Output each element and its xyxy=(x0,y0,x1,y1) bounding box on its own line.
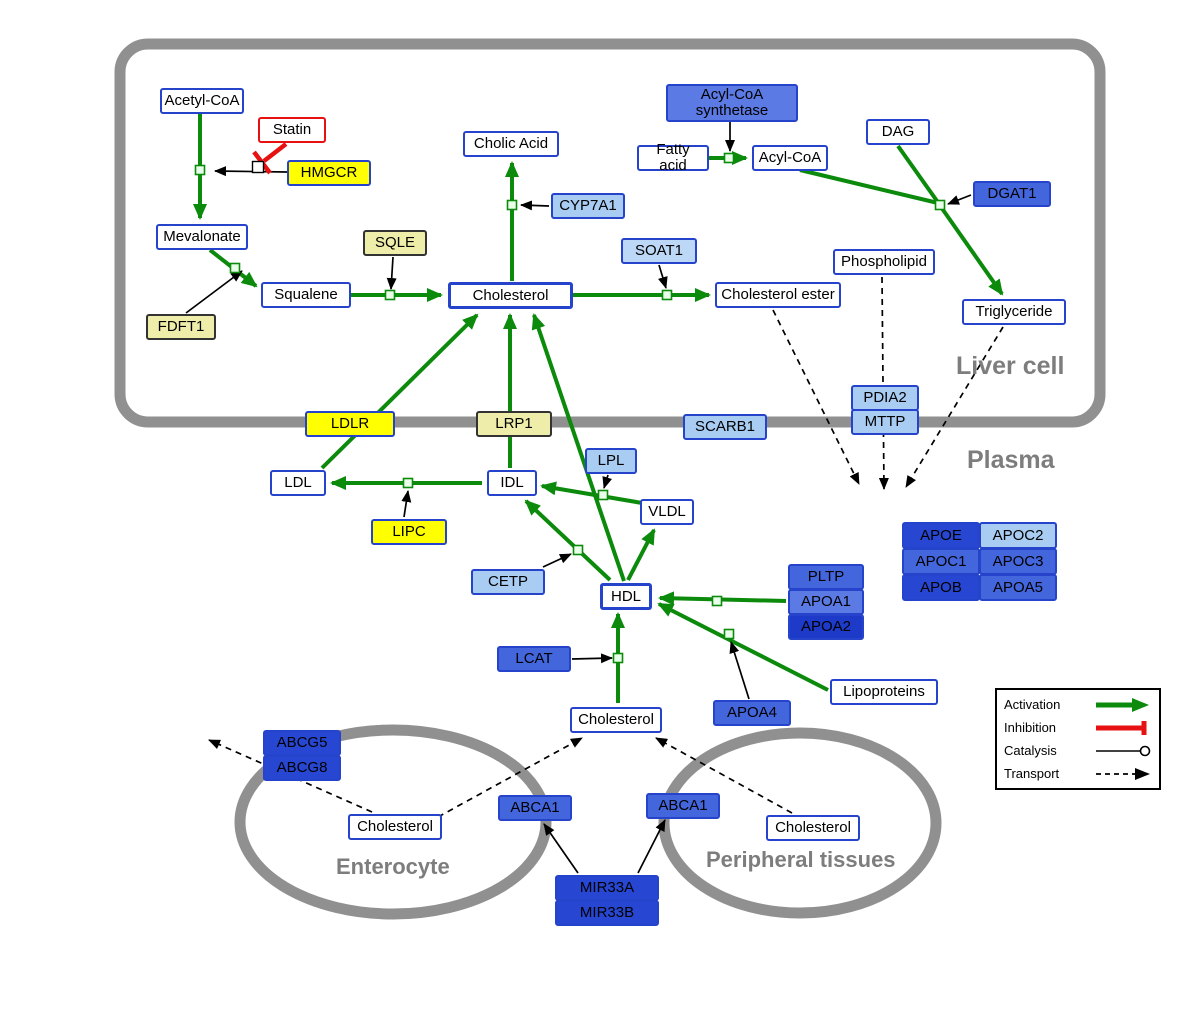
node-lipc[interactable]: LIPC xyxy=(371,519,447,545)
legend-activation-label: Activation xyxy=(1004,697,1061,712)
node-vldl[interactable]: VLDL xyxy=(640,499,694,525)
catalysis-circle-icon xyxy=(1096,745,1151,756)
node-hmgcr[interactable]: HMGCR xyxy=(287,160,371,186)
inhibition-bar-icon xyxy=(1096,720,1147,735)
legend-catalysis-label: Catalysis xyxy=(1004,743,1057,758)
node-lipoproteins[interactable]: Lipoproteins xyxy=(830,679,938,705)
node-ldlr[interactable]: LDLR xyxy=(305,411,395,437)
node-squalene[interactable]: Squalene xyxy=(261,282,351,308)
node-cholesterol-plasma[interactable]: Cholesterol xyxy=(570,707,662,733)
node-soat1[interactable]: SOAT1 xyxy=(621,238,697,264)
transport-arrow-icon xyxy=(1096,767,1150,780)
legend-inhibition-row: Inhibition xyxy=(1004,717,1152,739)
liver-cell-membrane xyxy=(114,38,1106,428)
node-acyl-coa[interactable]: Acyl-CoA xyxy=(752,145,828,171)
legend-activation-row: Activation xyxy=(1004,694,1152,716)
node-mir33a[interactable]: MIR33A xyxy=(555,875,659,901)
node-mevalonate[interactable]: Mevalonate xyxy=(156,224,248,250)
node-abca1-enterocyte[interactable]: ABCA1 xyxy=(498,795,572,821)
node-cholesterol-ester[interactable]: Cholesterol ester xyxy=(715,282,841,308)
catalysis-edges xyxy=(185,122,972,874)
node-cyp7a1[interactable]: CYP7A1 xyxy=(551,193,625,219)
node-apoc3[interactable]: APOC3 xyxy=(979,548,1057,575)
enterocyte-membrane xyxy=(234,724,552,920)
node-cholesterol-liver[interactable]: Cholesterol xyxy=(448,282,573,309)
reaction-junctions xyxy=(194,152,946,664)
legend-transport-row: Transport xyxy=(1004,763,1152,785)
node-triglyceride[interactable]: Triglyceride xyxy=(962,299,1066,325)
node-acyl-coa-synthetase[interactable]: Acyl-CoA synthetase xyxy=(666,84,798,122)
activation-edges xyxy=(193,114,1004,703)
peripheral-tissues-label: Peripheral tissues xyxy=(706,847,896,872)
node-dgat1[interactable]: DGAT1 xyxy=(973,181,1051,207)
node-lcat[interactable]: LCAT xyxy=(497,646,571,672)
node-sqle[interactable]: SQLE xyxy=(363,230,427,256)
node-cholesterol-peripheral[interactable]: Cholesterol xyxy=(766,815,860,841)
liver-cell-label: Liver cell xyxy=(956,352,1065,380)
plasma-label: Plasma xyxy=(967,446,1055,474)
legend: Activation Inhibition Catalysis Transpor… xyxy=(995,688,1161,790)
node-phospholipid[interactable]: Phospholipid xyxy=(833,249,935,275)
node-idl[interactable]: IDL xyxy=(487,470,537,496)
node-dag[interactable]: DAG xyxy=(866,119,930,145)
enterocyte-label: Enterocyte xyxy=(336,854,450,879)
node-lpl[interactable]: LPL xyxy=(585,448,637,474)
node-apoa1[interactable]: APOA1 xyxy=(788,589,864,615)
node-hdl[interactable]: HDL xyxy=(600,583,652,610)
node-abcg8[interactable]: ABCG8 xyxy=(263,755,341,781)
node-cholesterol-enterocyte[interactable]: Cholesterol xyxy=(348,814,442,840)
legend-inhibition-label: Inhibition xyxy=(1004,720,1057,735)
node-apoc2[interactable]: APOC2 xyxy=(979,522,1057,549)
node-apoa2[interactable]: APOA2 xyxy=(788,614,864,640)
activation-arrow-icon xyxy=(1096,697,1149,712)
node-apoc1[interactable]: APOC1 xyxy=(902,548,980,575)
node-mttp[interactable]: MTTP xyxy=(851,409,919,435)
node-cholic-acid[interactable]: Cholic Acid xyxy=(463,131,559,157)
node-statin[interactable]: Statin xyxy=(258,117,326,143)
node-apoa4[interactable]: APOA4 xyxy=(713,700,791,726)
node-acetyl-coa[interactable]: Acetyl-CoA xyxy=(160,88,244,114)
node-fatty-acid[interactable]: Fatty acid xyxy=(637,142,709,173)
legend-transport-label: Transport xyxy=(1004,766,1060,781)
node-apoa5[interactable]: APOA5 xyxy=(979,574,1057,601)
membranes xyxy=(114,38,1106,920)
node-pdia2[interactable]: PDIA2 xyxy=(851,385,919,411)
node-apob[interactable]: APOB xyxy=(902,574,980,601)
node-scarb1[interactable]: SCARB1 xyxy=(683,414,767,440)
node-fdft1[interactable]: FDFT1 xyxy=(146,314,216,340)
node-apoe[interactable]: APOE xyxy=(902,522,980,549)
node-ldl[interactable]: LDL xyxy=(270,470,326,496)
legend-catalysis-row: Catalysis xyxy=(1004,740,1152,762)
node-abcg5[interactable]: ABCG5 xyxy=(263,730,341,756)
node-lrp1[interactable]: LRP1 xyxy=(476,411,552,437)
node-abca1-peripheral[interactable]: ABCA1 xyxy=(646,793,720,819)
node-mir33b[interactable]: MIR33B xyxy=(555,900,659,926)
node-cetp[interactable]: CETP xyxy=(471,569,545,595)
node-pltp[interactable]: PLTP xyxy=(788,564,864,590)
